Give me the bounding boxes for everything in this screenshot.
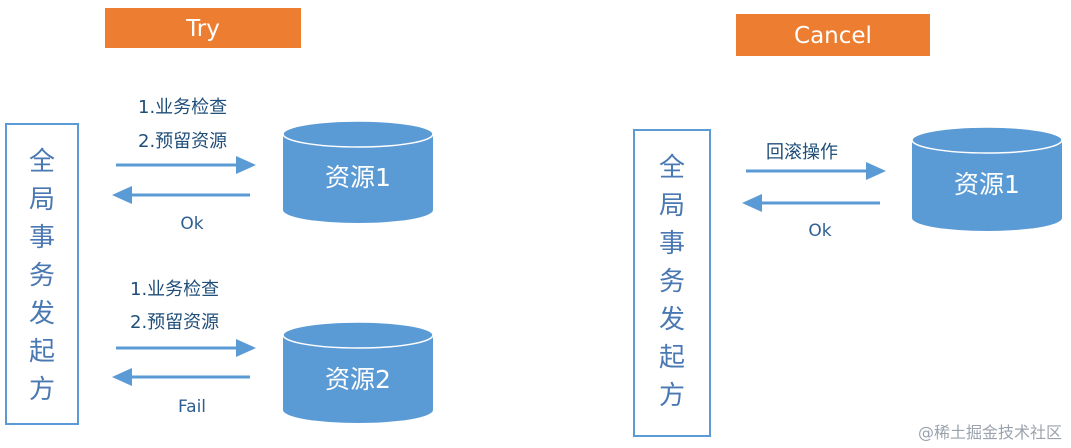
cancel-phase: Cancel 全 局 事 务 发 起 方 回滚操作 Ok 资源1 [633,14,1063,437]
try-step2-request-arrowhead [236,339,256,357]
try-initiator-char: 发 [29,299,55,329]
try-phase-label: Try [185,16,220,42]
cancel-request-label: 回滚操作 [766,142,838,163]
try-step2-request-line1: 1.业务检查 [130,279,219,300]
try-initiator-char: 起 [29,337,55,367]
try-resource1-cylinder [282,120,434,223]
try-step1-request-line2: 2.预留资源 [138,131,227,152]
try-phase: Try 全 局 事 务 发 起 方 1.业务检查 2.预留资源 Ok 资源1 1… [5,8,434,425]
try-step2-reply-label: Fail [178,397,206,417]
cancel-initiator-char: 务 [659,267,685,297]
cancel-initiator-char: 局 [659,191,685,221]
cancel-initiator-char: 起 [659,343,685,373]
cancel-initiator-box [633,129,711,437]
try-resource2-cylinder [282,321,434,423]
cancel-phase-header [736,14,930,56]
cancel-resource1-label: 资源1 [954,170,1020,199]
watermark-text: @稀土掘金技术社区 [918,423,1062,442]
try-step1-reply-label: Ok [180,214,203,234]
try-initiator-box [5,123,79,425]
cancel-initiator-char: 事 [659,229,685,259]
try-step2-request-line2: 2.预留资源 [130,312,219,333]
try-resource1-label: 资源1 [325,163,391,192]
cancel-initiator-char: 全 [659,153,685,183]
cancel-resource1-cylinder [911,126,1063,231]
cancel-reply-label: Ok [808,221,831,241]
try-resource2-label: 资源2 [325,365,391,394]
try-phase-header [105,8,301,48]
try-initiator-char: 局 [29,185,55,215]
try-step1-reply-arrowhead [112,186,132,204]
cancel-phase-label: Cancel [794,23,872,49]
try-step1-request-line1: 1.业务检查 [138,97,227,118]
try-step1-request-arrowhead [236,156,256,174]
try-initiator-char: 全 [29,147,55,177]
try-initiator-char: 务 [29,261,55,291]
cancel-reply-arrowhead [742,194,762,212]
try-initiator-char: 方 [29,375,55,405]
try-initiator-char: 事 [29,223,55,253]
try-step2-reply-arrowhead [112,368,132,386]
cancel-initiator-char: 方 [659,381,685,411]
cancel-initiator-char: 发 [659,305,685,335]
cancel-request-arrowhead [866,162,886,180]
